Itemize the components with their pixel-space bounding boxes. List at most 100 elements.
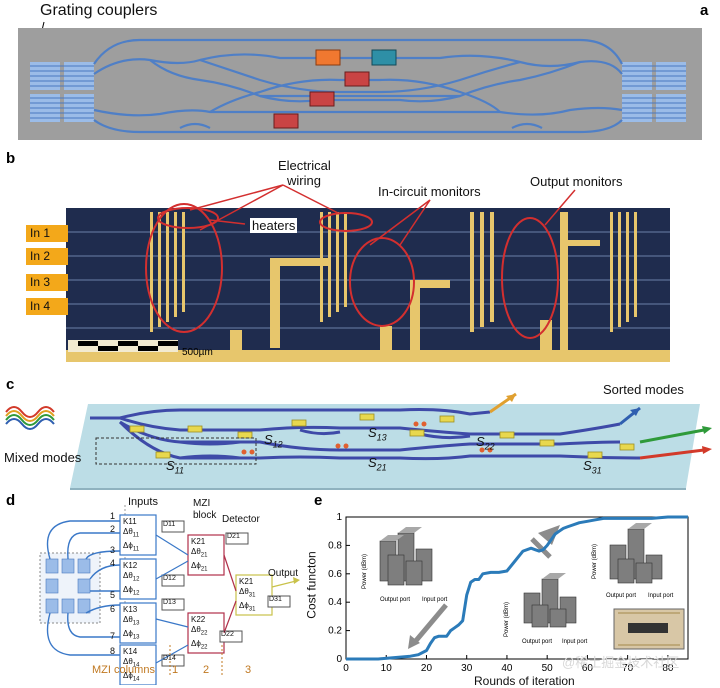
x-tick-label: 80 <box>662 663 674 674</box>
mzi-block-label-1: MZI <box>193 498 211 509</box>
x-tick-label: 10 <box>381 663 393 674</box>
power-inset-1: Power (dBm) Output port Input port <box>362 527 448 603</box>
x-tick-label: 30 <box>461 663 473 674</box>
panel-a-letter: a <box>700 2 709 19</box>
sorted-modes-label: Sorted modes <box>603 382 684 397</box>
inset3-zlabel: Power (dBm) <box>592 544 598 579</box>
heater-pads-c <box>129 413 635 459</box>
output-monitors-label: Output monitors <box>530 174 623 189</box>
panel-d-letter: d <box>6 492 16 509</box>
in-circuit-monitors-label: In-circuit monitors <box>378 184 481 199</box>
mixed-modes-wave <box>5 406 55 430</box>
x-tick-label: 70 <box>622 663 634 674</box>
input-number-1: 1 <box>110 511 116 521</box>
detector-d31: D31 <box>269 596 282 603</box>
waveguides-c <box>90 408 641 461</box>
y-tick-label: 0.8 <box>328 540 342 551</box>
s11-label: S11 <box>166 458 185 476</box>
detector-d14: D14 <box>163 655 176 662</box>
grating-couplers-label: Grating couplers <box>40 2 158 19</box>
input-tag-4: In 4 <box>26 298 68 315</box>
inset1-xlabel: Output port <box>380 597 410 603</box>
column-number-3: 3 <box>245 664 252 676</box>
grating-coupler-right <box>622 62 686 122</box>
s11-dashed-box <box>95 437 257 465</box>
column-number-1: 1 <box>172 664 179 676</box>
power-inset-2: Power (dBm) Output port Input port <box>504 573 588 645</box>
gray-arrows-e <box>412 537 552 645</box>
k-block-k12: K12 Δθ12 Δϕ12 <box>123 561 140 597</box>
mzi-block-label-2: block <box>193 510 217 521</box>
s13-label: S13 <box>368 425 387 443</box>
k-block-k22: K22 Δθ22 Δϕ22 <box>191 615 208 651</box>
y-tick-label: 0.2 <box>328 626 342 637</box>
x-tick-label: 40 <box>501 663 513 674</box>
inset1-zlabel: Power (dBm) <box>362 554 368 589</box>
x-tick-label: 50 <box>542 663 554 674</box>
mode-sorter-c <box>5 392 712 490</box>
cost-series-line <box>346 515 688 661</box>
input-number-8: 8 <box>110 646 116 656</box>
plot-frame <box>345 516 689 660</box>
heater-red-1 <box>344 71 370 87</box>
inset3-xlabel: Output port <box>606 593 636 599</box>
heater-teal <box>371 49 397 66</box>
detector-label: Detector <box>222 514 260 525</box>
k-block-k31: K21 Δθ31 Δϕ31 <box>239 577 256 613</box>
chip-photo-inset <box>613 608 685 650</box>
x-tick-label: 60 <box>582 663 594 674</box>
e-xlabel: Rounds of iteration <box>474 674 575 688</box>
k-block-k11: K11 Δθ11 Δϕ11 <box>123 517 140 553</box>
in-circuit-monitor-ellipse <box>349 237 415 327</box>
k-block-k14: K14 Δθ14 Δϕ14 <box>123 647 140 683</box>
heater-red-2 <box>309 91 335 107</box>
column-number-2: 2 <box>203 664 210 676</box>
inset1-ylabel: Input port <box>422 597 448 603</box>
photonic-chip-a <box>18 21 702 140</box>
k-block-k13: K13 Δθ13 Δϕ13 <box>123 605 140 641</box>
detector-d12: D12 <box>163 575 176 582</box>
scale-bar-label: 500µm <box>182 347 213 358</box>
input-number-2: 2 <box>110 524 116 534</box>
mzi-block-diagram-d <box>39 505 300 685</box>
y-tick-label: 0.4 <box>328 597 342 608</box>
input-tag-3: In 3 <box>26 274 68 291</box>
watermark: @稀土掘金技术社区 <box>562 655 680 670</box>
e-ylabel: Cost functon <box>304 551 319 619</box>
panel-e-letter: e <box>314 492 323 509</box>
input-tag-2: In 2 <box>26 248 68 265</box>
detector-d21: D21 <box>227 533 240 540</box>
inputs-label: Inputs <box>128 496 158 508</box>
photonic-chip-b <box>66 184 670 362</box>
k-block-k21: K21 Δθ21 Δϕ21 <box>191 537 208 573</box>
wiring-ellipse-left <box>145 203 223 333</box>
detector-d11: D11 <box>163 521 176 528</box>
y-tick-label: 1 <box>336 512 342 523</box>
wiring-ellipse-mid <box>319 212 373 232</box>
input-number-4: 4 <box>110 558 116 568</box>
mixed-modes-label: Mixed modes <box>4 450 82 465</box>
input-number-5: 5 <box>110 590 116 600</box>
s12-label: S12 <box>264 432 283 450</box>
electrical-wiring-label-2: wiring <box>287 173 321 188</box>
x-tick-label: 0 <box>343 663 349 674</box>
detector-d13: D13 <box>163 599 176 606</box>
input-number-3: 3 <box>110 545 116 555</box>
panel-c-letter: c <box>6 376 15 393</box>
input-number-6: 6 <box>110 604 116 614</box>
input-number-7: 7 <box>110 631 116 641</box>
scale-bar <box>68 340 178 352</box>
output-label: Output <box>268 568 299 579</box>
inset2-xlabel: Output port <box>522 639 552 645</box>
electrical-wiring-label-1: Electrical <box>278 158 331 173</box>
y-tick-label: 0 <box>336 654 342 665</box>
mzi-columns-label: MZI columns <box>92 664 155 676</box>
input-tag-1: In 1 <box>26 225 68 242</box>
output-monitor-ellipse <box>501 217 559 339</box>
x-tick-label: 20 <box>421 663 433 674</box>
s31-label: S31 <box>583 458 602 476</box>
heater-ellipse <box>157 207 219 229</box>
power-inset-3: Power (dBm) Output port Input port <box>592 523 674 599</box>
s21-label: S21 <box>368 455 387 473</box>
